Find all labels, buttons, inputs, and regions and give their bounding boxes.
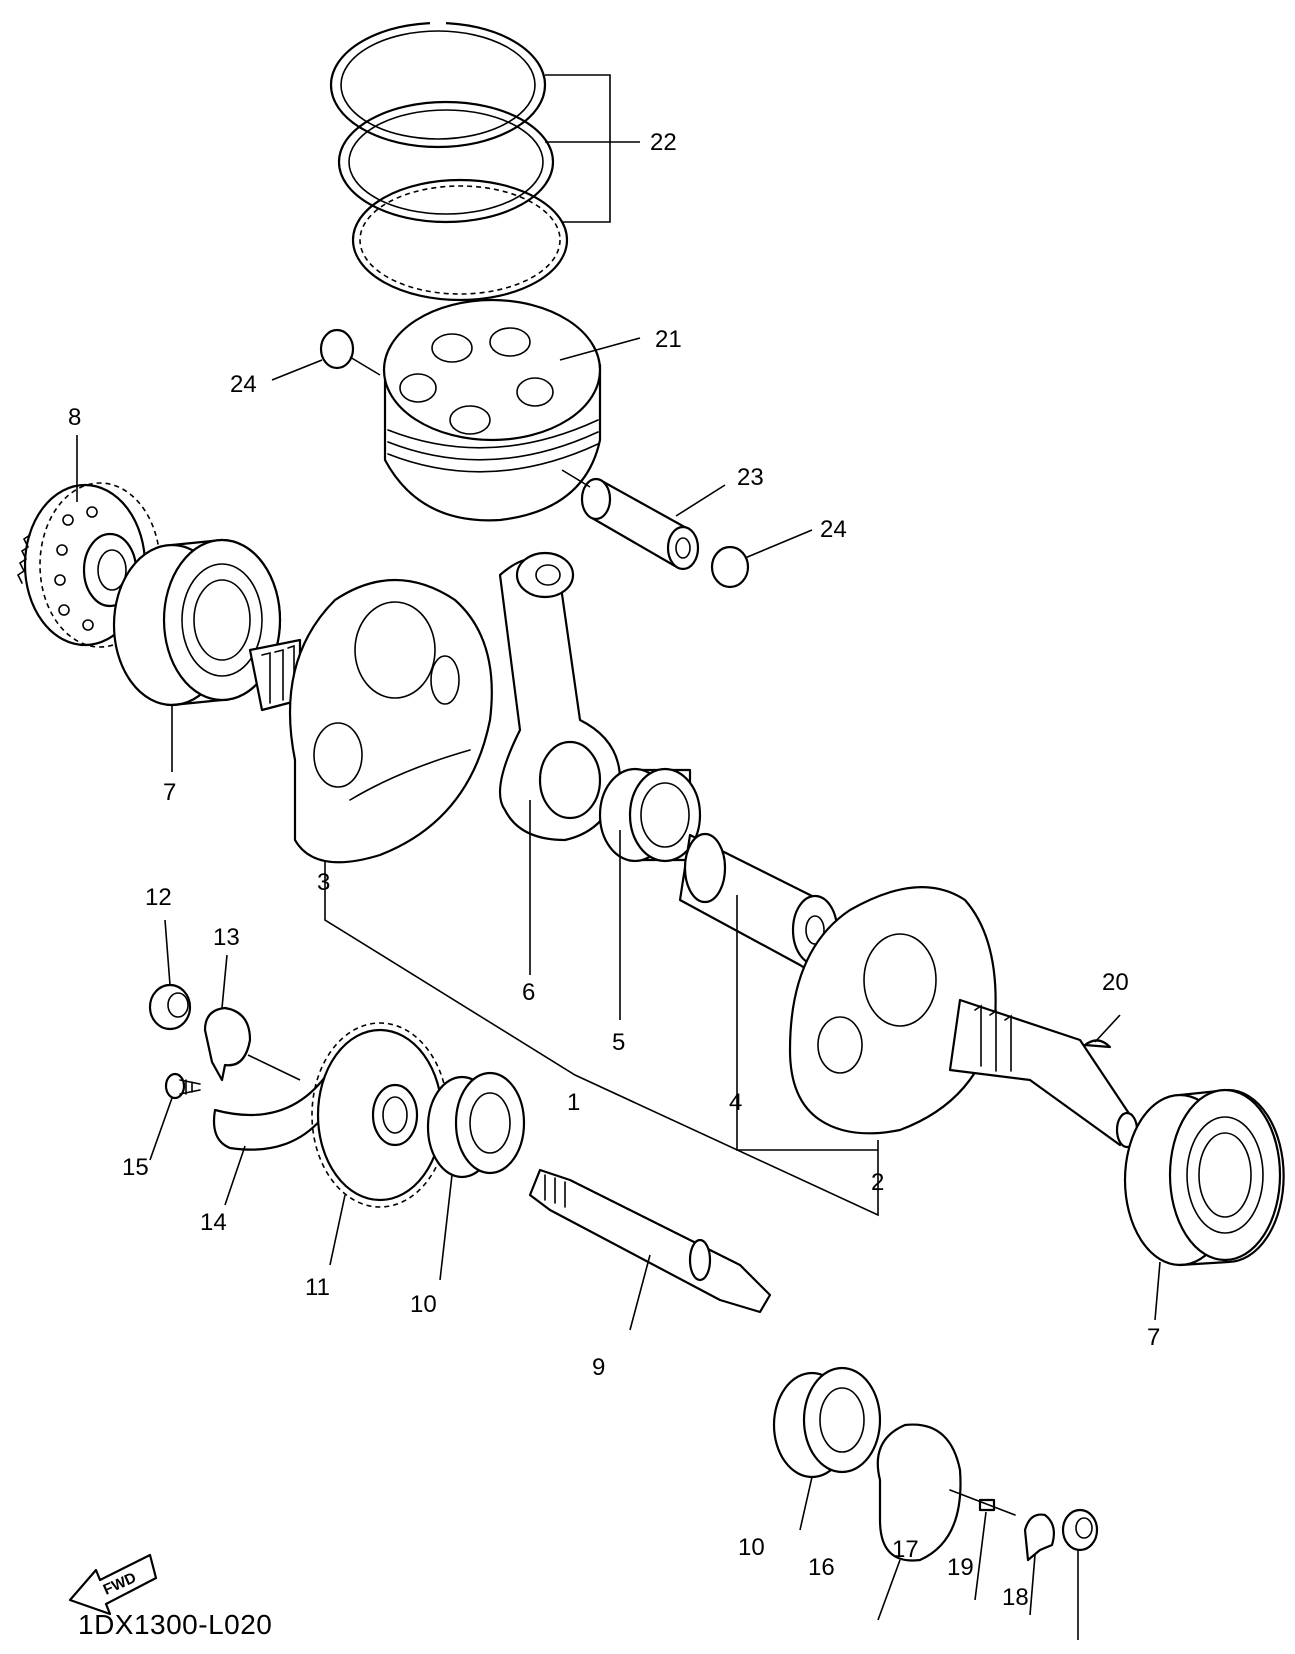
callout-7-right: 7 <box>1147 1324 1160 1351</box>
callout-3: 3 <box>317 869 330 896</box>
callout-5: 5 <box>612 1029 625 1056</box>
piston-pin <box>580 477 700 571</box>
callout-18: 18 <box>1002 1584 1029 1611</box>
circlip-right <box>710 545 750 589</box>
callout-10-upper: 10 <box>410 1291 437 1318</box>
bearing-right <box>1123 1088 1285 1267</box>
callout-20: 20 <box>1102 969 1129 996</box>
callout-17: 17 <box>892 1536 919 1563</box>
callout-23: 23 <box>737 464 764 491</box>
callout-labels: 1 2 3 4 5 6 7 7 8 9 10 10 11 12 13 14 15… <box>68 129 1160 1611</box>
piston-rings <box>329 18 569 302</box>
callout-15: 15 <box>122 1154 149 1181</box>
balancer-bearing-lower <box>772 1366 882 1479</box>
callout-13: 13 <box>213 924 240 951</box>
callout-24-right: 24 <box>820 516 847 543</box>
bolt <box>164 1072 201 1100</box>
callout-12: 12 <box>145 884 172 911</box>
crank-wheel-left <box>248 578 493 864</box>
callout-8: 8 <box>68 404 81 431</box>
callout-2: 2 <box>871 1169 884 1196</box>
fwd-arrow-icon: FWD <box>68 1553 158 1616</box>
balancer-gear <box>311 1022 449 1208</box>
piston <box>382 298 602 522</box>
woodruff-key <box>1083 1039 1112 1049</box>
balancer-bearing-upper <box>426 1071 526 1179</box>
balancer-shaft <box>528 1168 772 1314</box>
crank-wheel-right <box>788 886 1139 1149</box>
callout-24-left: 24 <box>230 371 257 398</box>
lock-washer-right <box>1023 1513 1055 1562</box>
callout-9: 9 <box>592 1354 605 1381</box>
callout-7-left: 7 <box>163 779 176 806</box>
callout-21: 21 <box>655 326 682 353</box>
callout-19: 19 <box>947 1554 974 1581</box>
circlip-left <box>319 328 355 370</box>
callout-1: 1 <box>567 1089 580 1116</box>
callout-16: 16 <box>808 1554 835 1581</box>
diagram-reference-code: 1DX1300-L020 <box>78 1609 273 1640</box>
balancer-weight-right <box>876 1423 962 1562</box>
callout-14: 14 <box>200 1209 227 1236</box>
callout-22: 22 <box>650 129 677 156</box>
needle-bearing <box>598 767 702 863</box>
callout-10-lower: 10 <box>738 1534 765 1561</box>
nut-right <box>1061 1508 1099 1552</box>
callout-4: 4 <box>729 1089 742 1116</box>
callout-11: 11 <box>305 1274 330 1301</box>
nut-left <box>148 983 192 1031</box>
connecting-rod <box>498 551 622 842</box>
callout-6: 6 <box>522 979 535 1006</box>
lock-washer-left <box>203 1006 252 1082</box>
